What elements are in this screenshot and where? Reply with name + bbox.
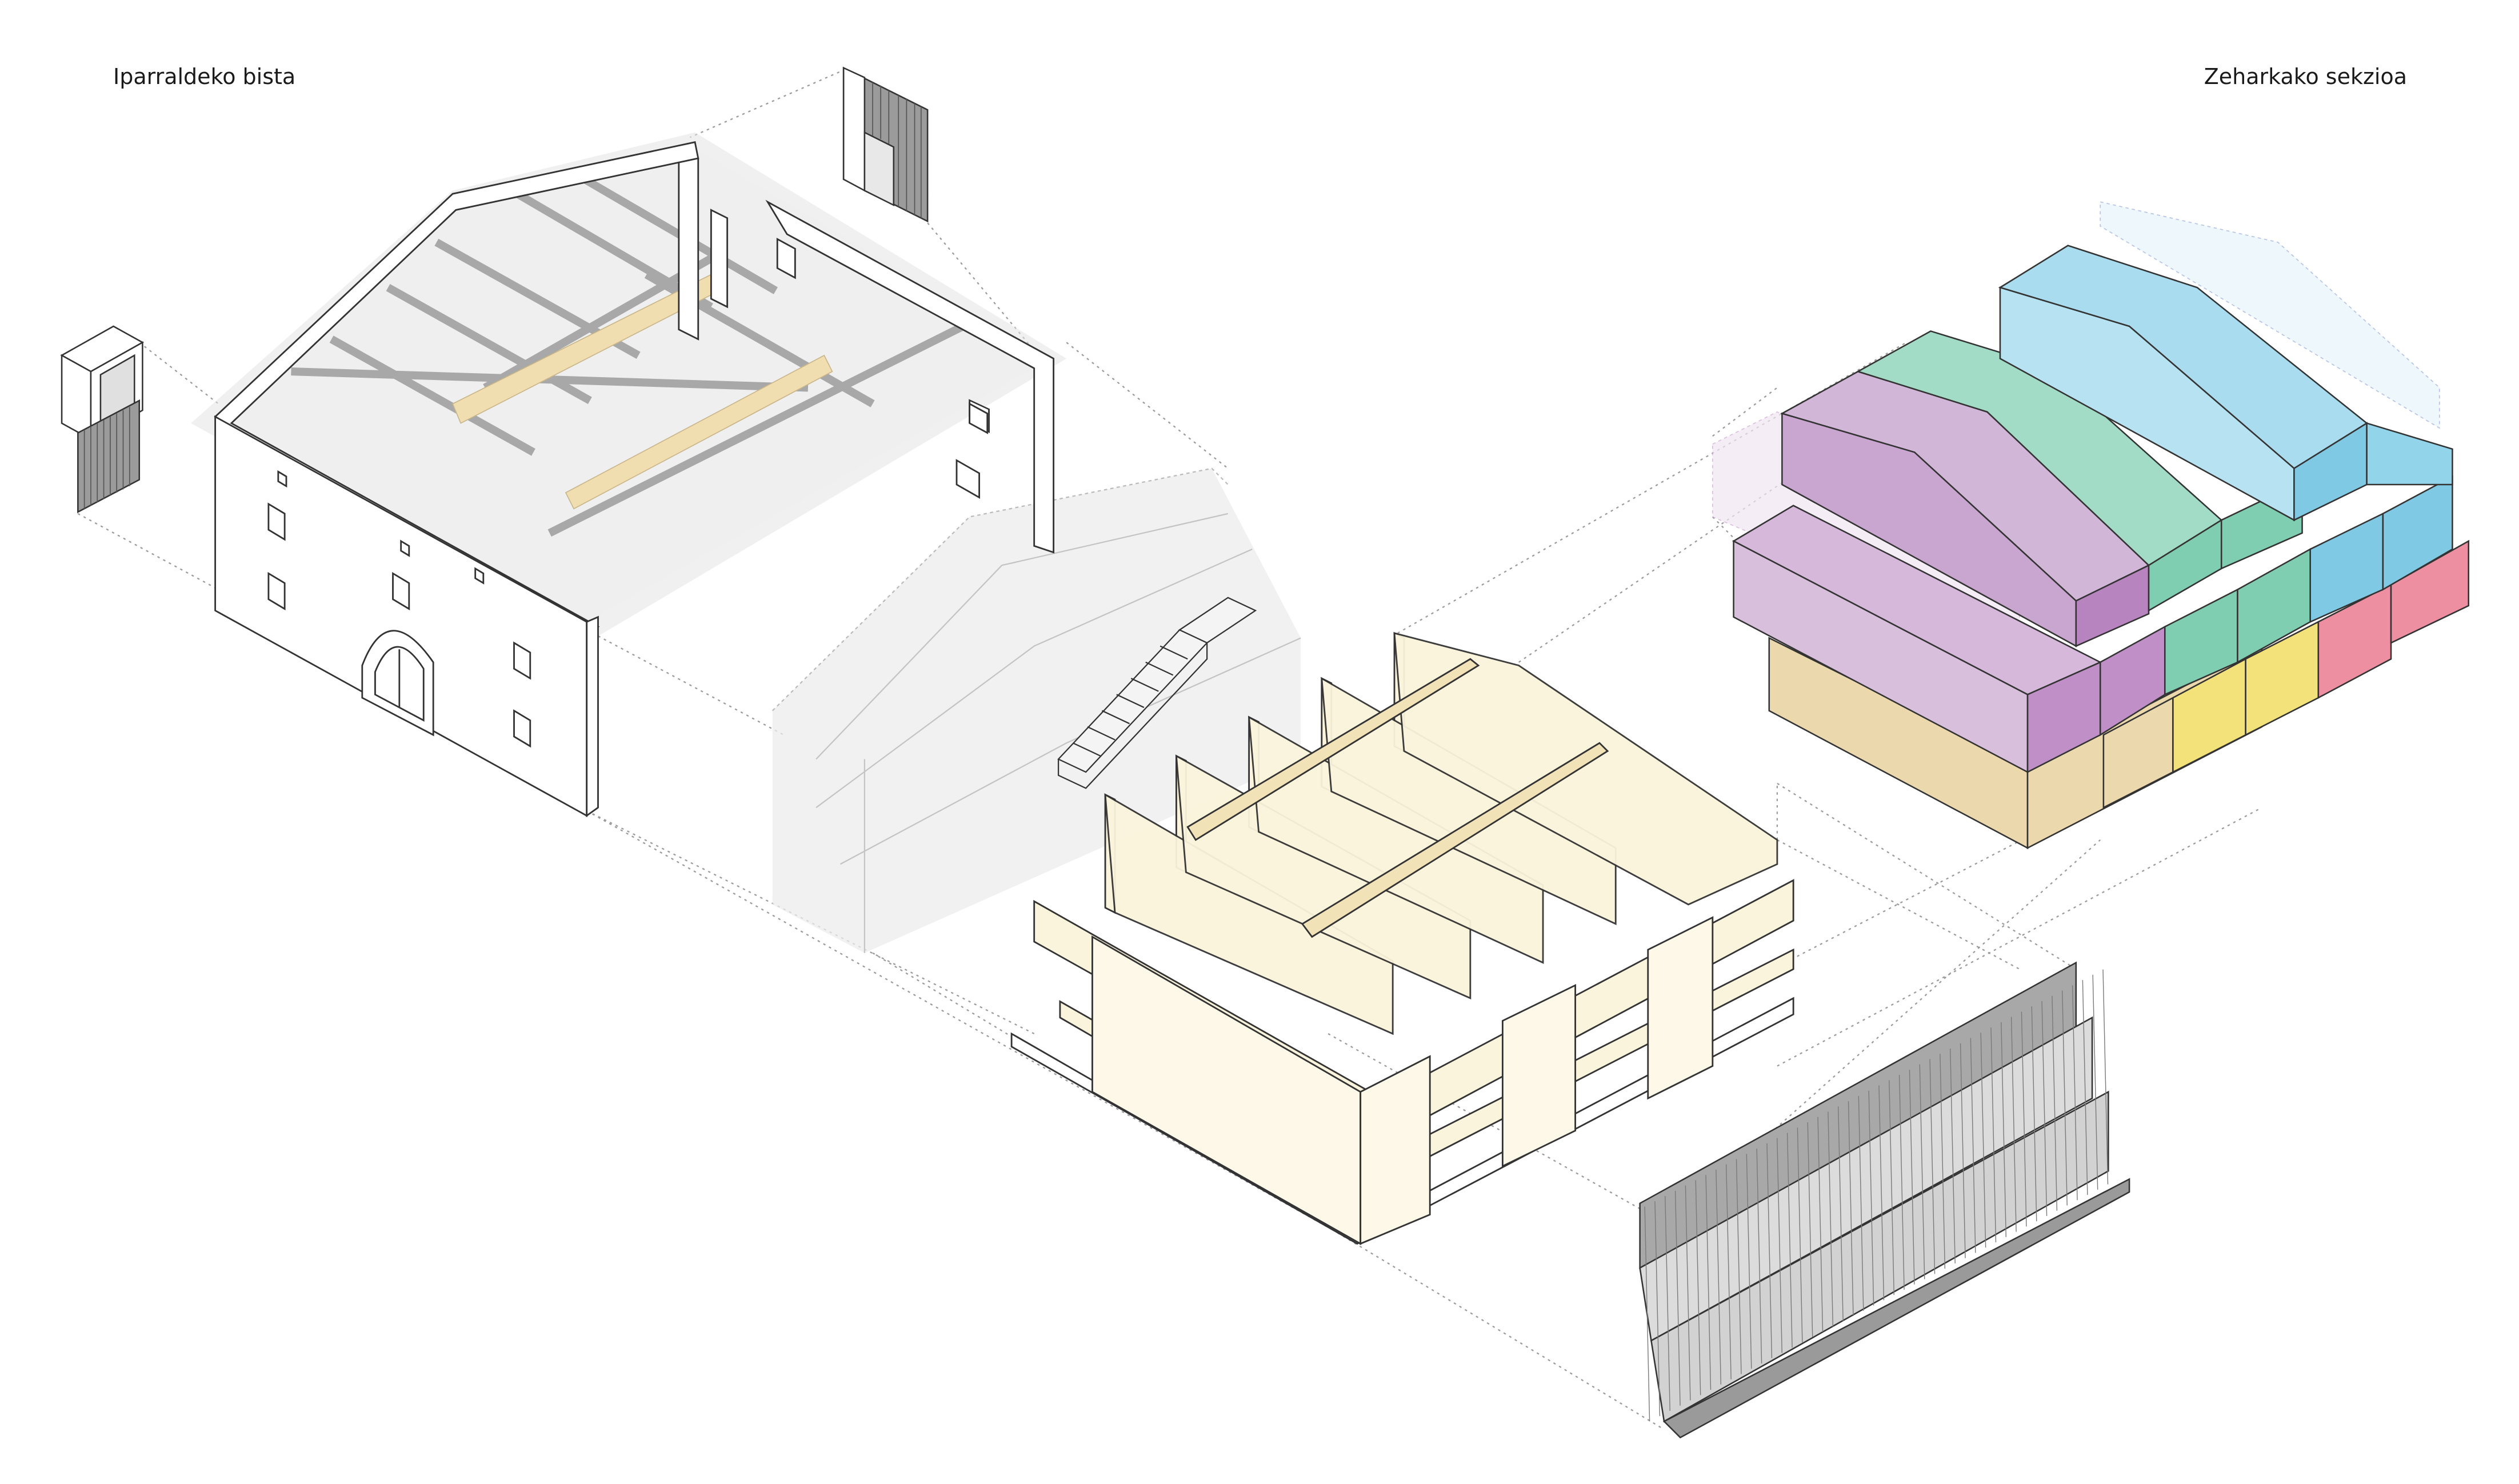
cladding-slat: [1838, 1106, 1844, 1322]
cladding-slat: [1705, 1175, 1712, 1390]
new-timber-structure: [1010, 631, 1794, 1245]
cladding-slat: [2010, 1017, 2017, 1232]
structure-bays: [1360, 916, 1714, 1245]
programme-volumes: [1712, 201, 2469, 850]
stair-element: [1057, 597, 1257, 789]
cladding-slat: [1889, 1080, 1895, 1295]
cladding-slat: [1828, 1111, 1834, 1327]
cladding-slat: [1797, 1127, 1803, 1343]
cladding-slat: [1980, 1033, 1986, 1248]
cladding-slat: [1736, 1159, 1742, 1374]
cladding-slat: [1685, 1185, 1691, 1401]
cladding-slat: [1644, 1206, 1650, 1422]
cladding-slat: [1807, 1122, 1813, 1337]
cladding-slat: [1970, 1038, 1976, 1253]
cladding-slat: [1848, 1101, 1854, 1317]
existing-building: [191, 132, 1067, 818]
cladding-slat: [1746, 1154, 1752, 1369]
cladding-slat: [1777, 1138, 1782, 1353]
cladding-slat: [2072, 985, 2078, 1201]
window-box-elements: [60, 66, 929, 514]
cladding-slat: [2092, 974, 2098, 1190]
cross-section-label: Zeharkako sekzioa: [2204, 64, 2407, 89]
cladding-slat: [1695, 1180, 1701, 1395]
cladding-slat: [1929, 1059, 1936, 1274]
cladding-slat: [1756, 1149, 1762, 1364]
cladding-slat: [2021, 1011, 2027, 1227]
cladding-slat: [1940, 1054, 1946, 1269]
cladding-slat: [2001, 1022, 2007, 1237]
cladding-slat: [1909, 1069, 1915, 1285]
cladding-slat: [1919, 1064, 1925, 1279]
north-view-label: Iparraldeko bista: [113, 64, 296, 89]
cladding-slat: [1654, 1201, 1661, 1417]
cladding-slat: [1665, 1196, 1670, 1411]
cladding-slat: [2082, 980, 2088, 1195]
existing-frame-ghost: [771, 467, 1301, 953]
cladding-slat: [1868, 1090, 1874, 1306]
facade-cladding-panel: [1639, 961, 2130, 1439]
cladding-slat: [1950, 1048, 1956, 1263]
cladding-slat: [2031, 1006, 2037, 1222]
cladding-slat: [1990, 1027, 1997, 1243]
cladding-slat: [2062, 990, 2068, 1206]
cladding-slat: [1674, 1190, 1681, 1406]
cladding-slat: [1725, 1164, 1732, 1379]
cladding-slat: [1960, 1043, 1966, 1258]
cladding-slat: [2041, 1001, 2048, 1216]
cladding-slat: [1786, 1133, 1793, 1348]
cladding-slat: [1878, 1085, 1885, 1301]
cladding-slat: [2102, 969, 2109, 1185]
roof-fins: [1104, 631, 1778, 1035]
cladding-slat: [1858, 1095, 1864, 1311]
cladding-slat: [1898, 1075, 1905, 1290]
cladding-slat: [2052, 995, 2058, 1211]
cladding-slat: [1817, 1117, 1824, 1332]
cladding-slat: [1766, 1143, 1773, 1358]
cladding-slat: [1716, 1169, 1722, 1385]
